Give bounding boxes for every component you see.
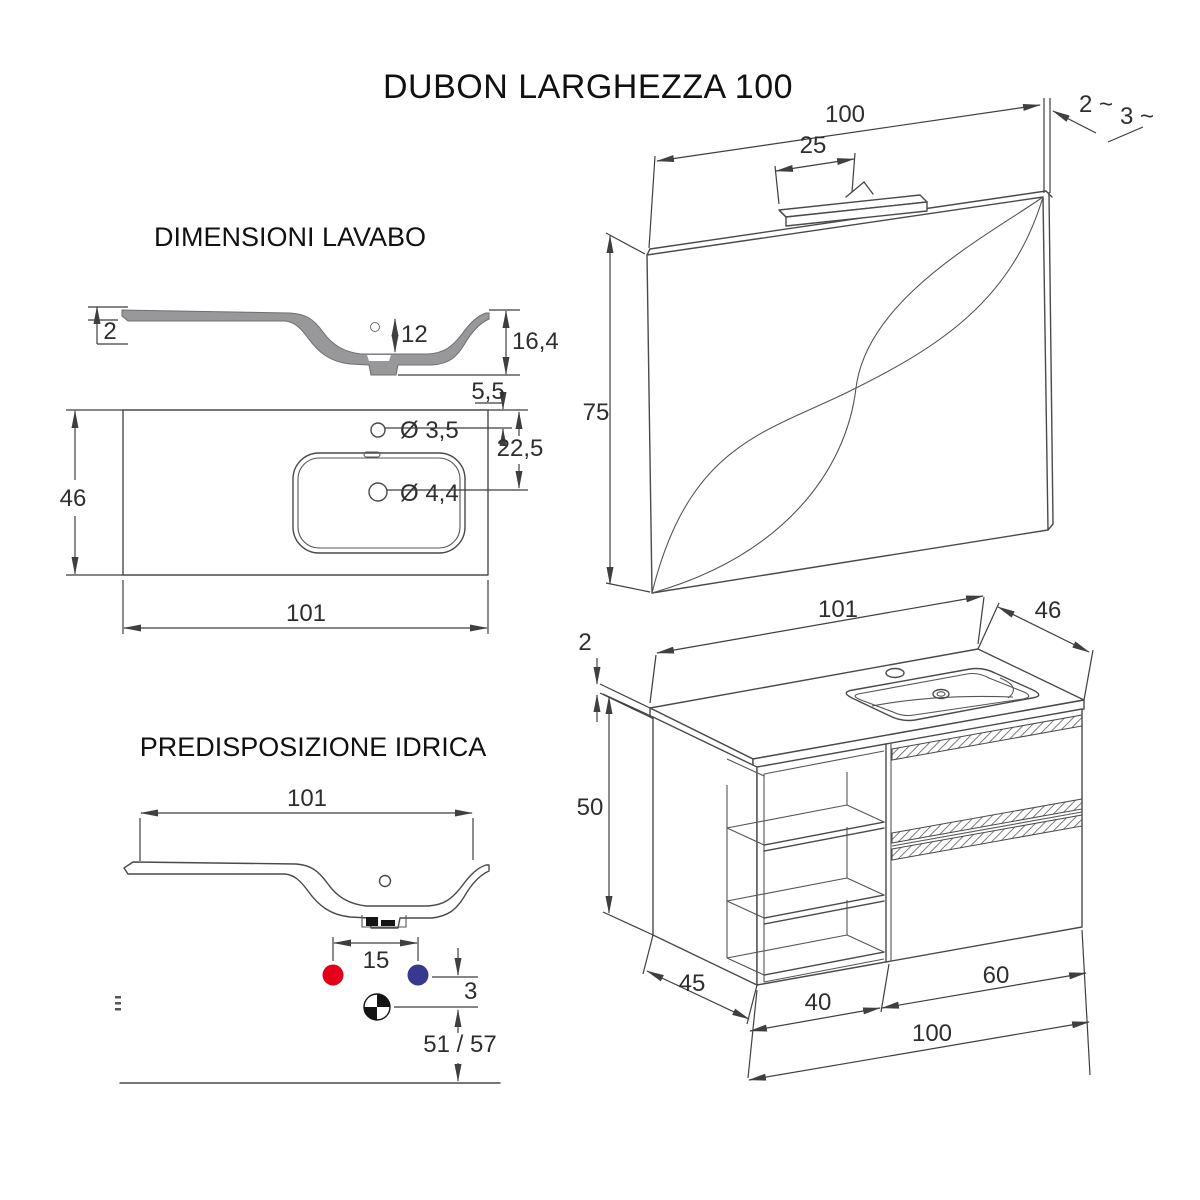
basin-height-label: 16,4 <box>512 328 559 355</box>
plumbing-faucet-hole <box>378 874 392 888</box>
page-title: DUBON LARGHEZZA 100 <box>383 68 793 106</box>
countertop-thickness-dimension: 2 <box>578 629 651 722</box>
wall-break-marks <box>115 996 121 1011</box>
cabinet-top-width-label: 101 <box>818 596 858 623</box>
bowl-depth-dimension: 12 <box>391 318 428 353</box>
drain-offset-3-dimension: 3 <box>394 948 478 1008</box>
cabinet-height-dimension: 50 <box>577 693 654 936</box>
drawer-grooves <box>891 714 1083 861</box>
supply-spacing-label: 15 <box>363 947 390 974</box>
rim-thickness-label: 2 <box>103 318 116 345</box>
plan-depth-label: 46 <box>60 485 87 512</box>
faucet-offset-label: 5,5 <box>471 378 504 405</box>
plumbing-width-dimension: 101 <box>139 785 474 861</box>
rim-thickness-dimension: 2 <box>88 306 128 345</box>
plan-width-label: 101 <box>286 600 326 627</box>
countertop-faucet-hole <box>885 667 905 679</box>
basin-height-dimension: 16,4 <box>398 309 559 376</box>
drain-offset-dimension: 22,5 <box>387 411 544 491</box>
mirror-light <box>778 181 928 227</box>
plumbing-width-label: 101 <box>287 785 327 812</box>
shelf <box>726 877 885 925</box>
drain-height-dimension: 51 / 57 <box>423 1009 497 1082</box>
basin-plan-view: Ø 3,5 Ø 4,4 46 101 5,5 <box>60 378 544 634</box>
plumbing-basin-profile <box>123 861 490 929</box>
mirror-glass-thickness-label: 2 ~ <box>1079 91 1113 118</box>
faucet-hole-label: Ø 3,5 <box>400 417 459 444</box>
lamp-width-label: 25 <box>800 132 827 159</box>
cabinet-view: 101 46 2 50 45 <box>577 595 1094 1081</box>
mirror-decor-curve-2 <box>651 196 1044 594</box>
cabinet-top-depth-label: 46 <box>1035 597 1062 624</box>
plumbing-view: 101 15 3 <box>115 785 501 1084</box>
cabinet-total-width-dimension: 100 <box>748 1020 1090 1081</box>
drain-offset-label: 22,5 <box>497 435 544 462</box>
bowl-depth-label: 12 <box>401 321 428 348</box>
basin-side-profile <box>121 309 490 376</box>
cold-water-point <box>407 964 429 986</box>
drain-offset-3-label: 3 <box>464 978 477 1005</box>
basin-side-drain-slot <box>367 355 391 361</box>
faucet-offset-dimension: 5,5 <box>385 378 528 446</box>
supply-spacing-dimension: 15 <box>332 937 419 974</box>
cabinet-total-width-label: 100 <box>912 1020 952 1047</box>
countertop-thickness-label: 2 <box>578 629 591 656</box>
plan-width-dimension: 101 <box>122 580 489 634</box>
mirror-view: 100 25 75 2 ~ 3 ~ <box>583 91 1154 594</box>
mirror-height-label: 75 <box>583 399 610 426</box>
drain-hole-label: Ø 4,4 <box>400 480 459 507</box>
countertop-basin <box>845 667 1040 722</box>
lavabo-section-heading: DIMENSIONI LAVABO <box>154 222 426 252</box>
countertop-drain <box>932 688 950 700</box>
cabinet-top-width-dimension: 101 <box>649 595 985 704</box>
faucet-hole <box>370 422 386 438</box>
drain-hole <box>368 482 388 502</box>
plan-depth-dimension: 46 <box>60 409 123 576</box>
mirror-depth-label: 3 ~ <box>1120 103 1154 130</box>
mirror-width-dimension: 100 <box>648 98 1051 249</box>
drawer-section-width-label: 60 <box>983 962 1010 989</box>
hot-water-point <box>322 964 344 986</box>
lamp-width-dimension: 25 <box>774 132 856 205</box>
drain-centre-symbol <box>363 993 391 1021</box>
basin-side-view: 2 12 16,4 <box>88 306 559 376</box>
shelf <box>726 804 885 852</box>
idrica-section-heading: PREDISPOSIZIONE IDRICA <box>140 732 487 762</box>
drawer-gap <box>891 811 1083 847</box>
mirror-thickness-leaders: 2 ~ 3 ~ <box>1052 91 1154 143</box>
open-shelf-compartment <box>726 750 885 983</box>
basin-side-faucet-hole <box>370 322 380 332</box>
shelf-section-width-label: 40 <box>805 989 832 1016</box>
cabinet-depth-dimension: 45 <box>642 934 758 1025</box>
drain-height-label: 51 / 57 <box>423 1031 496 1058</box>
mirror-width-label: 100 <box>825 101 865 128</box>
cabinet-height-label: 50 <box>577 794 604 821</box>
compartment-floor <box>726 934 885 976</box>
mirror-height-dimension: 75 <box>583 232 651 593</box>
basin-plan-overflow <box>363 451 381 458</box>
cabinet-depth-label: 45 <box>679 970 706 997</box>
mirror-glass <box>646 196 1049 594</box>
drain-trap <box>361 915 407 928</box>
cabinet-top-depth-dimension: 46 <box>977 597 1094 701</box>
